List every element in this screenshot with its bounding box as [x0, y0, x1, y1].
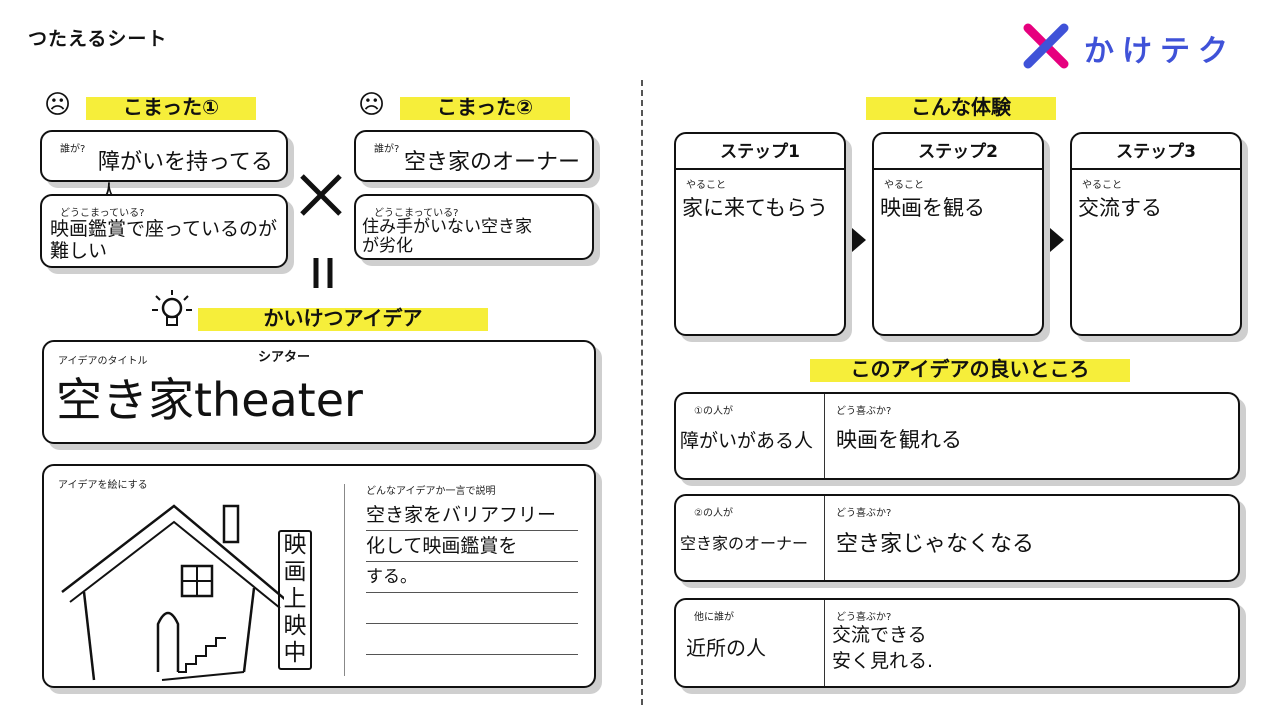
page-divider [641, 80, 643, 705]
sheet-title: つたえるシート [28, 28, 168, 50]
idea-title-box: アイデアのタイトル シアター 空き家theater [42, 340, 596, 444]
benefit-divider [824, 394, 825, 478]
house-drawing [61, 504, 284, 681]
screening-sign: 映画上映中 [278, 530, 312, 670]
benefit2-how: 空き家じゃなくなる [836, 532, 1035, 557]
problem2-who-label: 誰が? [374, 144, 400, 155]
benefit2-how-label: どう喜ぶか? [836, 508, 892, 519]
problem2-who-text: 空き家のオーナー [404, 150, 581, 175]
step2-card: ステップ2 やること 映画を観る [872, 132, 1044, 336]
idea-title-label: アイデアのタイトル [58, 356, 148, 367]
step1-text: 家に来てもらう [682, 196, 828, 220]
step3-sub-label: やること [1082, 180, 1122, 191]
problem2-issue-text: 住み手がいない空き家が劣化 [362, 217, 532, 256]
arrow-right-icon [1050, 228, 1064, 252]
idea-drawing-label: アイデアを絵にする [58, 480, 148, 491]
problem1-issue-label: どうこまっている? [60, 208, 145, 219]
problem1-issue-box: どうこまっている? 映画鑑賞で座っているのが難しい [40, 194, 288, 268]
idea-title-text: 空き家theater [56, 373, 363, 427]
explain-line [366, 624, 578, 655]
benefit-row-2: ②の人が 空き家のオーナー どう喜ぶか? 空き家じゃなくなる [674, 494, 1240, 582]
idea-heading: かいけつアイデア [198, 305, 488, 331]
benefit3-who: 近所の人 [686, 636, 766, 660]
cross-logo-icon [1023, 23, 1069, 69]
sad-face-icon: ☹ [44, 90, 72, 120]
explain-label: どんなアイデアか一言で説明 [366, 486, 496, 497]
explain-line: 化して映画鑑賞を [366, 531, 578, 562]
problem2-issue-box: どうこまっている? 住み手がいない空き家が劣化 [354, 194, 594, 260]
equals-icon [313, 258, 333, 288]
explain-line: 空き家をバリアフリー [366, 500, 578, 531]
step3-label: ステップ3 [1072, 134, 1240, 170]
problem1-heading: こまった① [86, 94, 256, 120]
benefit2-who-label: ②の人が [694, 508, 733, 519]
explain-line [366, 593, 578, 624]
brand-logo: かけテク [1022, 22, 1262, 70]
benefit-divider [824, 496, 825, 580]
benefit3-how: 交流できる 安く見れる. [832, 624, 934, 672]
benefit2-who: 空き家のオーナー [680, 534, 809, 553]
step1-label: ステップ1 [676, 134, 844, 170]
benefit-divider [824, 600, 825, 686]
problem1-who-box: 誰が? 障がいを持ってる人 [40, 130, 288, 207]
problem2-heading: こまった② [400, 94, 570, 120]
multiply-icon [300, 174, 342, 216]
problem1-issue-text: 映画鑑賞で座っているのが難しい [50, 218, 278, 262]
benefit1-how: 映画を観れる [836, 428, 962, 452]
problem2-issue-label: どうこまっている? [374, 208, 459, 219]
sad-face-icon: ☹ [358, 90, 386, 120]
step3-text: 交流する [1078, 196, 1162, 220]
idea-drawing-box: アイデアを絵にする 映画上映中 どんなアイデアか一言で説明 空き家をバリアフリー… [42, 464, 596, 688]
logo-text: かけテク [1084, 34, 1236, 69]
idea-title-ruby: シアター [258, 350, 311, 365]
lightbulb-icon [152, 290, 192, 326]
benefit1-how-label: どう喜ぶか? [836, 406, 892, 417]
benefits-heading: このアイデアの良いところ [810, 356, 1130, 382]
benefit1-who-label: ①の人が [694, 406, 733, 417]
experience-heading: こんな体験 [866, 94, 1056, 120]
screening-sign-text: 映画上映中 [283, 532, 307, 666]
benefit-row-1: ①の人が 障がいがある人 どう喜ぶか? 映画を観れる [674, 392, 1240, 480]
step1-sub-label: やること [686, 180, 726, 191]
benefit3-who-label: 他に誰が [694, 612, 734, 623]
step1-card: ステップ1 やること 家に来てもらう [674, 132, 846, 336]
step2-sub-label: やること [884, 180, 924, 191]
problem1-who-label: 誰が? [60, 144, 86, 155]
explain-divider [344, 484, 345, 676]
explain-line: する。 [366, 562, 578, 593]
benefit1-who: 障がいがある人 [680, 430, 814, 452]
explain-lines: 空き家をバリアフリー 化して映画鑑賞を する。 [366, 500, 578, 655]
step2-text: 映画を観る [880, 196, 985, 220]
arrow-right-icon [852, 228, 866, 252]
step2-label: ステップ2 [874, 134, 1042, 170]
problem2-who-box: 誰が? 空き家のオーナー [354, 130, 594, 182]
benefit3-how-label: どう喜ぶか? [836, 612, 892, 623]
benefit-row-3: 他に誰が 近所の人 どう喜ぶか? 交流できる 安く見れる. [674, 598, 1240, 688]
step3-card: ステップ3 やること 交流する [1070, 132, 1242, 336]
